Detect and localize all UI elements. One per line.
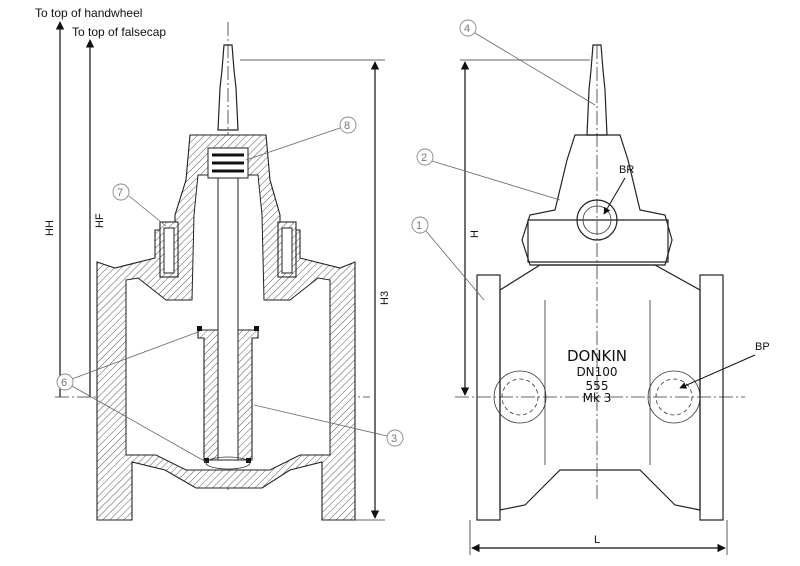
falsecap-label: To top of falsecap (72, 25, 166, 39)
dimension-hf: HF (85, 39, 106, 397)
svg-text:H3: H3 (379, 291, 391, 305)
dimension-hh: HH (44, 21, 65, 397)
callout-4: 4 (459, 19, 596, 106)
callout-6: 6 (56, 331, 207, 463)
svg-text:H: H (469, 230, 481, 238)
valve-elevation-view (476, 44, 724, 521)
mark-text: Mk 3 (583, 391, 612, 405)
callout-1: 1 (411, 216, 485, 301)
svg-text:4: 4 (464, 23, 470, 35)
bp-pointer: BP (679, 341, 770, 389)
svg-text:HH: HH (44, 220, 56, 236)
dimension-h3: H3 (240, 59, 391, 521)
svg-text:3: 3 (391, 433, 397, 445)
valve-section-view (96, 22, 356, 521)
svg-text:6: 6 (61, 377, 67, 389)
svg-text:2: 2 (421, 152, 427, 164)
br-pointer: BR (603, 164, 634, 215)
model-text: 555 (586, 379, 609, 393)
size-text: DN100 (576, 365, 617, 379)
callout-3: 3 (253, 404, 404, 447)
handwheel-label: To top of handwheel (35, 6, 142, 20)
svg-text:7: 7 (117, 187, 123, 199)
callout-7: 7 (112, 183, 167, 227)
callout-2: 2 (416, 148, 561, 201)
svg-text:HF: HF (94, 213, 106, 228)
dimension-h: H (460, 59, 590, 396)
callout-8: 8 (245, 116, 357, 161)
svg-text:BP: BP (755, 341, 770, 353)
svg-text:L: L (594, 534, 600, 546)
svg-text:8: 8 (344, 120, 350, 132)
dimension-l: L (469, 520, 728, 555)
svg-text:1: 1 (416, 220, 422, 232)
brand-text: DONKIN (567, 347, 627, 365)
body-marking: DONKIN DN100 555 Mk 3 (567, 347, 627, 405)
svg-text:BR: BR (619, 164, 634, 176)
